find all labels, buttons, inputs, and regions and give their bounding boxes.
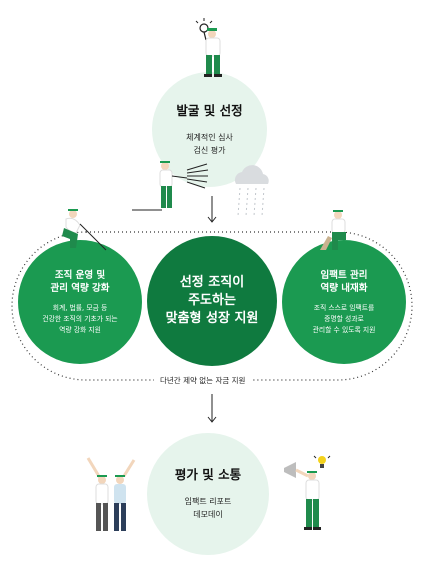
selection-subtitle-1: 체계적인 심사	[186, 132, 233, 142]
evaluation-subtitle-1: 임팩트 리포트	[184, 497, 232, 506]
evaluation-subtitle-2: 데모데이	[193, 510, 223, 519]
core-support-title: 선정 조직이 주도하는 맞춤형 성장 지원	[165, 275, 259, 326]
sitting-person-illustration	[320, 210, 346, 250]
evaluation-title: 평가 및 소통	[174, 467, 242, 482]
impact-description: 조직 스스로 임팩트를 증명할 성과로 관리할 수 있도록 지원	[312, 303, 376, 334]
rain-cloud-icon	[234, 165, 269, 217]
funding-band-label: 다년간 제약 없는 자금 지원	[154, 375, 252, 387]
selection-title: 발굴 및 선정	[176, 102, 243, 118]
impact-circle: 임팩트 관리 역량 내재화 조직 스스로 임팩트를 증명할 성과로 관리할 수 …	[282, 240, 406, 364]
selection-circle: 발굴 및 선정 체계적인 심사 검신 평가	[152, 72, 267, 187]
magnifier-person-illustration	[195, 18, 222, 77]
megaphone-person-illustration	[284, 455, 331, 530]
down-arrow-top	[207, 196, 217, 223]
cleaning-person-illustration	[62, 209, 107, 251]
cheering-people-illustration	[86, 457, 136, 531]
capacity-title-1: 조직 운영 및	[54, 269, 106, 281]
impact-title-2: 역량 내재화	[320, 282, 368, 294]
impact-title-1: 임팩트 관리	[320, 269, 368, 281]
rake-person-illustration	[132, 161, 209, 211]
capacity-circle: 조직 운영 및 관리 역량 강화 회계, 법률, 모금 등 건강한 조직의 기초…	[18, 240, 142, 364]
capacity-title-2: 관리 역량 강화	[50, 282, 110, 294]
selection-subtitle-2: 검신 평가	[193, 145, 226, 155]
capacity-description: 회계, 법률, 모금 등 건강한 조직의 기초가 되는 역량 강화 지원	[42, 303, 118, 334]
core-support-circle: 선정 조직이 주도하는 맞춤형 성장 지원	[147, 236, 277, 366]
evaluation-circle: 평가 및 소통 임팩트 리포트 데모데이	[147, 433, 269, 555]
down-arrow-bottom	[207, 394, 217, 423]
